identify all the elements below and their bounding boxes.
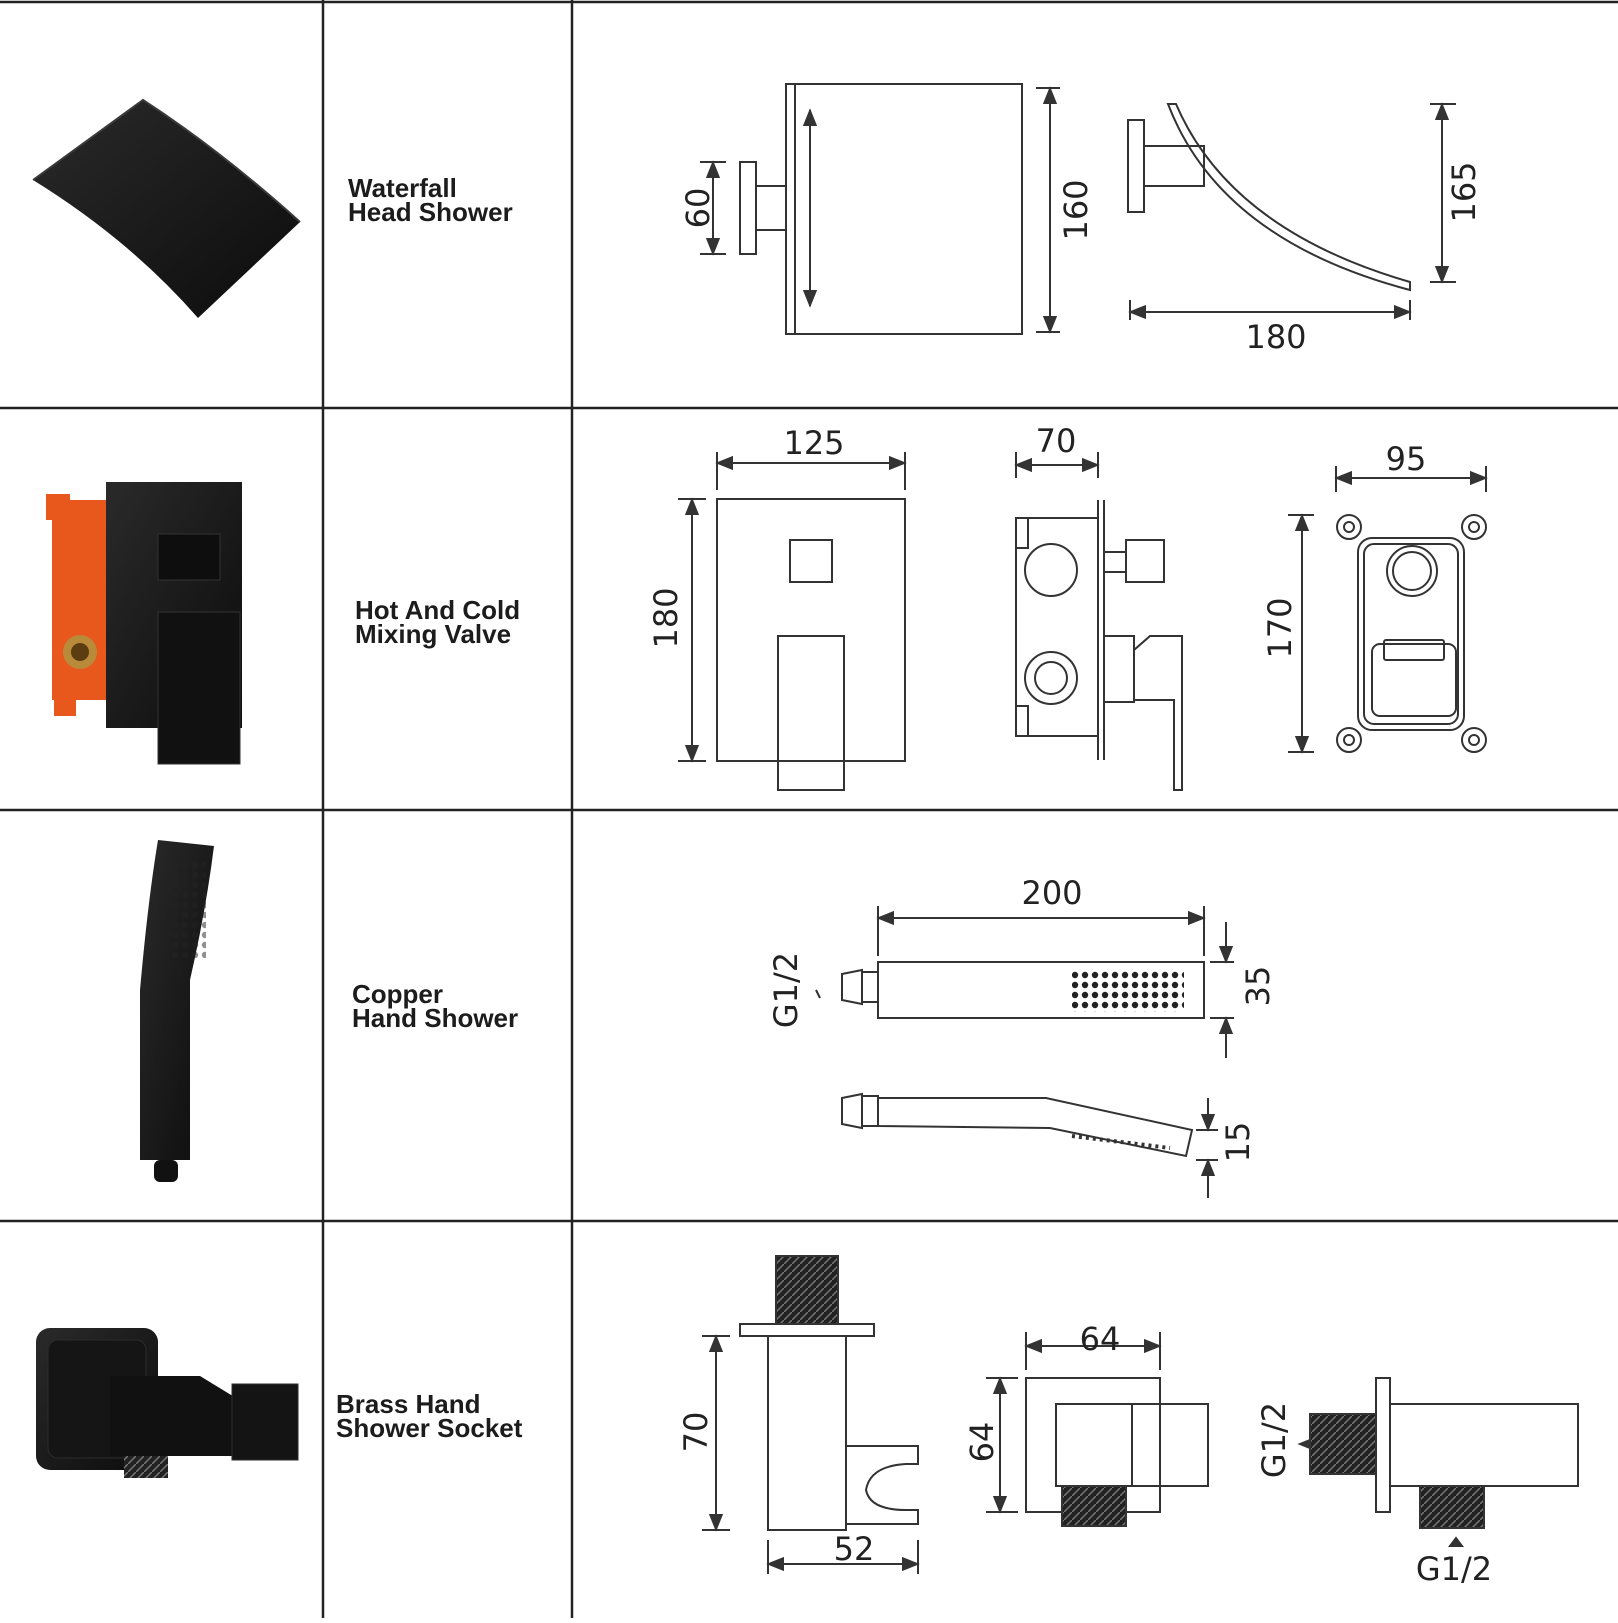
shower-socket-photo-icon xyxy=(36,1328,299,1478)
dim-valve-180: 180 xyxy=(647,587,685,648)
label-hot-cold-mixing-valve: Hot And Cold Mixing Valve xyxy=(355,595,521,649)
label-line: Head Shower xyxy=(348,197,513,227)
dim-socket-64-height: 64 xyxy=(963,1422,1001,1463)
shower-socket-side-drawing xyxy=(702,1255,920,1574)
mixing-valve-box-drawing xyxy=(1288,466,1488,754)
mixing-valve-photo-icon xyxy=(46,482,242,765)
dim-socket-70: 70 xyxy=(677,1412,715,1453)
label-line: Hot And Cold xyxy=(355,595,521,625)
dim-waterfall-165: 165 xyxy=(1445,161,1483,222)
label-line: Shower Socket xyxy=(336,1413,523,1443)
dim-valve-70: 70 xyxy=(1036,422,1077,460)
dimension-labels: 60 160 165 180 125 180 70 95 170 200 G1/… xyxy=(647,161,1492,1588)
dim-handshower-200: 200 xyxy=(1021,874,1082,912)
label-line: Brass Hand xyxy=(336,1389,481,1419)
waterfall-shower-photo-icon xyxy=(32,98,301,318)
dim-valve-125: 125 xyxy=(783,424,844,462)
label-line: Copper xyxy=(352,979,443,1009)
dim-valve-95: 95 xyxy=(1386,440,1427,478)
label-copper-hand-shower: Copper Hand Shower xyxy=(352,979,519,1033)
label-line: Hand Shower xyxy=(352,1003,519,1033)
dim-socket-52: 52 xyxy=(834,1530,875,1568)
hand-shower-side-drawing xyxy=(841,1092,1218,1198)
dim-waterfall-60: 60 xyxy=(679,188,717,229)
hand-shower-top-drawing xyxy=(815,906,1234,1058)
label-brass-hand-shower-socket: Brass Hand Shower Socket xyxy=(336,1389,523,1443)
shower-socket-front-drawing xyxy=(986,1332,1209,1527)
label-line: Mixing Valve xyxy=(355,619,512,649)
dim-socket-g12-outlet: G1/2 xyxy=(1416,1550,1492,1588)
waterfall-side-drawing xyxy=(1127,102,1456,320)
dim-socket-64-width: 64 xyxy=(1080,1320,1121,1358)
dim-valve-170: 170 xyxy=(1261,597,1299,658)
dim-handshower-15: 15 xyxy=(1219,1122,1257,1163)
hand-shower-photo-icon xyxy=(140,840,214,1182)
label-line: Waterfall xyxy=(348,173,457,203)
dim-socket-g12-inlet: G1/2 xyxy=(1255,1402,1293,1478)
mixing-valve-front-drawing xyxy=(678,452,907,791)
waterfall-front-drawing xyxy=(700,83,1060,335)
mixing-valve-side-drawing xyxy=(1014,452,1183,791)
dim-waterfall-180: 180 xyxy=(1245,318,1306,356)
dim-waterfall-160: 160 xyxy=(1057,179,1095,240)
dim-handshower-35: 35 xyxy=(1239,966,1277,1007)
dim-handshower-g12: G1/2 xyxy=(767,952,805,1028)
shower-socket-top-drawing xyxy=(1297,1377,1579,1547)
label-waterfall-head-shower: Waterfall Head Shower xyxy=(348,173,513,227)
